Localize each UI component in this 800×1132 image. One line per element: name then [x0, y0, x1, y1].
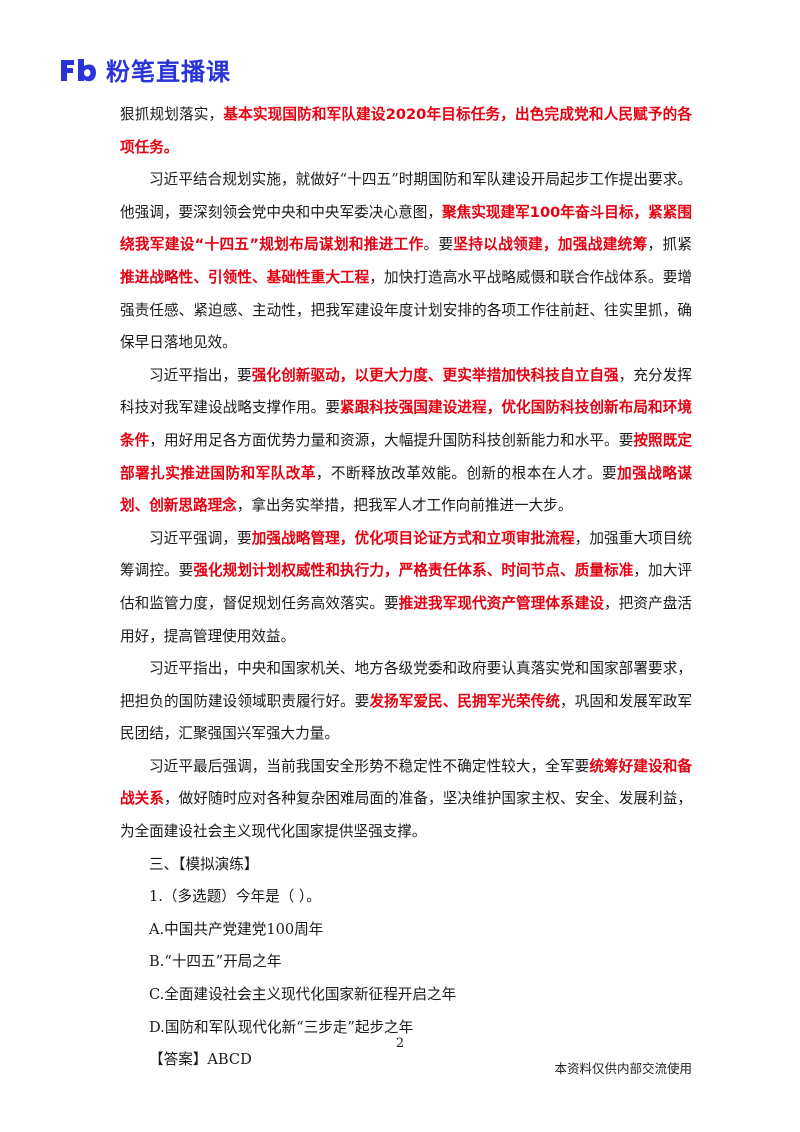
body-text: 习近平结合规划实施，就做好“十四五”时期国防和军队建设开局起步工作提出要求。他强… [120, 171, 692, 221]
option-a: A.中国共产党建党100周年 [149, 920, 324, 938]
body-text: ，加快打造高水平战略威慑和联合作战体系。要增强责任感、紧迫感、主动性，把我军建设… [120, 268, 692, 352]
question-text: 1.（多选题）今年是（ ）。 [149, 888, 321, 906]
body-text: 习近平指出，中央和国家机关、地方各级党委和政府要认真落实党和国家部署要求，把担负… [120, 660, 692, 710]
body-text: 习近平指出，要 [149, 366, 252, 384]
document-body: 狠抓规划落实，基本实现国防和军队建设2020年目标任务，出色完成党和人民赋予的各… [120, 99, 692, 1077]
section-title: 三、【模拟演练】 [149, 855, 259, 873]
body-text: ，用好用足各方面优势力量和资源，大幅提升国防科技创新能力和水平。要 [149, 431, 634, 449]
paragraph: 习近平强调，要加强战略管理，优化项目论证方式和立项审批流程，加强重大项目统筹调控… [120, 523, 692, 653]
brand-name: 粉笔直播课 [106, 58, 231, 86]
body-text: 狠抓规划落实， [120, 106, 224, 123]
body-text: ，做好随时应对各种复杂困难局面的准备，坚决维护国家主权、安全、发展利益，为全面建… [120, 790, 692, 841]
body-text: ，巩固和发展军政军民团结，汇聚强国兴军强大力量。 [120, 692, 692, 743]
highlighted-text: 统筹好建设和备战关系 [120, 757, 692, 808]
fb-logo-icon [61, 58, 96, 81]
highlighted-text: 推进我军现代资产管理体系建设 [398, 594, 605, 612]
body-text: ，加大评估和监管力度，督促规划任务高效落实。要 [120, 562, 692, 612]
paragraph: 习近平结合规划实施，就做好“十四五”时期国防和军队建设开局起步工作提出要求。他强… [120, 164, 692, 360]
body-text: 习近平强调，要 [149, 529, 252, 547]
body-text: ，加强重大项目统筹调控。要 [120, 529, 692, 580]
body-text: 。要 [423, 236, 454, 254]
body-text: ，把资产盘活用好，提高管理使用效益。 [120, 594, 692, 645]
paragraph: 习近平最后强调，当前我国安全形势不稳定性不确定性较大，全军要统筹好建设和备战关系… [120, 751, 692, 849]
highlighted-text: 紧跟科技强国建设进程，优化国防科技创新布局和环境条件 [120, 399, 692, 449]
body-text: ，拿出务实举措，把我军人才工作向前推进一大步。 [236, 497, 573, 515]
highlighted-text: 坚持以战领建，加强战建统筹 [453, 236, 648, 254]
paragraph: 习近平指出，中央和国家机关、地方各级党委和政府要认真落实党和国家部署要求，把担负… [120, 653, 692, 751]
highlighted-text: 推进战略性、引领性、基础性重大工程 [120, 268, 370, 286]
highlighted-text: 加强战略管理，优化项目论证方式和立项审批流程 [251, 529, 575, 547]
highlighted-text: 按照既定部署扎实推进国防和军队改革 [120, 431, 692, 482]
highlighted-text: 发扬军爱民、民拥军光荣传统 [369, 692, 561, 710]
body-text: ，抓紧 [647, 236, 692, 254]
article-paragraphs: 狠抓规划落实，基本实现国防和军队建设2020年目标任务，出色完成党和人民赋予的各… [120, 99, 692, 849]
paragraph: 狠抓规划落实，基本实现国防和军队建设2020年目标任务，出色完成党和人民赋予的各… [120, 99, 692, 164]
highlighted-text: 基本实现国防和军队建设2020年目标任务，出色完成党和人民赋予的各项任务。 [120, 106, 692, 156]
option-c: C.全面建设社会主义现代化国家新征程开启之年 [149, 986, 457, 1004]
body-text: 习近平最后强调，当前我国安全形势不稳定性不确定性较大，全军要 [149, 757, 590, 775]
highlighted-text: 聚焦实现建军100年奋斗目标，紧紧围绕我军建设“十四五”规划布局谋划和推进工作 [120, 203, 692, 254]
brand-logo: 粉笔直播课 [58, 52, 231, 87]
option-d: D.国防和军队现代化新“三步走”起步之年 [149, 1018, 414, 1036]
page-number: 2 [395, 1036, 405, 1051]
footer-note: 本资料仅供内部交流使用 [554, 1061, 692, 1076]
highlighted-text: 加强战略谋划、创新思路理念 [120, 464, 692, 515]
highlighted-text: 强化创新驱动，以更大力度、更实举措加快科技自立自强 [251, 366, 619, 384]
body-text: ，不断释放改革效能。创新的根本在人才。要 [315, 464, 618, 482]
highlighted-text: 强化规划计划权威性和执行力，严格责任体系、时间节点、质量标准 [193, 562, 634, 580]
answer-text: 【答案】ABCD [149, 1051, 252, 1069]
exercise-section: 三、【模拟演练】 1.（多选题）今年是（ ）。 A.中国共产党建党100周年 B… [120, 849, 692, 1077]
paragraph: 习近平指出，要强化创新驱动，以更大力度、更实举措加快科技自立自强，充分发挥科技对… [120, 360, 692, 523]
body-text: ，充分发挥科技对我军建设战略支撑作用。要 [120, 366, 692, 417]
option-b: B.“十四五”开局之年 [149, 953, 282, 971]
